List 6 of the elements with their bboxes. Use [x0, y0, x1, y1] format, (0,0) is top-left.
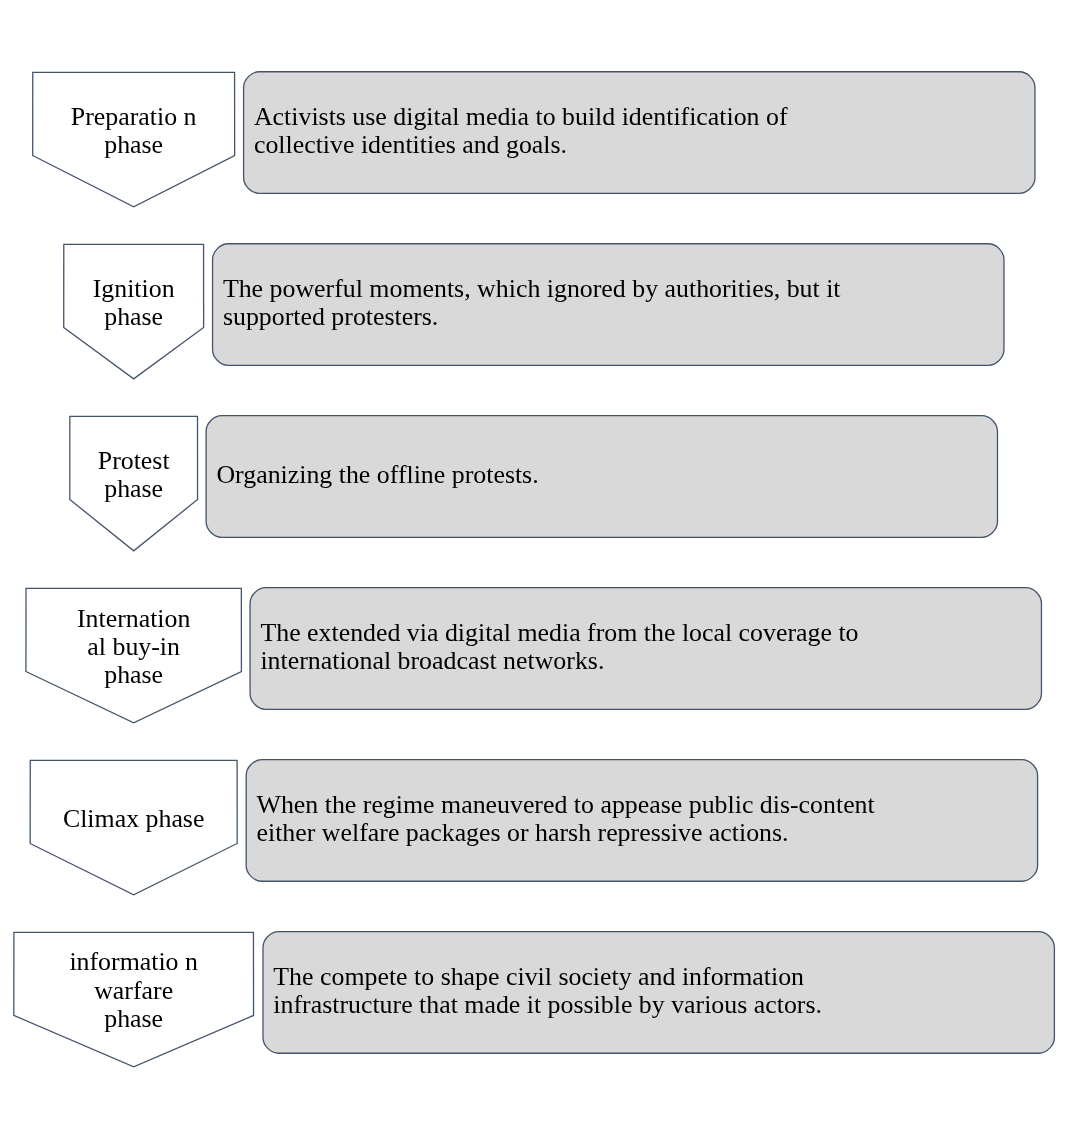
- node-box: When the regime maneuvered to appease public dis-content either welfare packages or harsh repressive actions.: [245, 759, 1039, 882]
- node-box: The powerful moments, which ignored by authorities, but it supported protesters.: [211, 243, 1005, 366]
- node-box: Organizing the offline protests.: [205, 415, 999, 538]
- node-box: The extended via digital media from the local coverage to international broadcast networks.: [249, 587, 1043, 710]
- node-box: Activists use digital media to build identification of collective identities and goals.: [242, 71, 1036, 194]
- node-box: The compete to shape civil society and information infrastructure that made it possible by various actors.: [262, 931, 1056, 1054]
